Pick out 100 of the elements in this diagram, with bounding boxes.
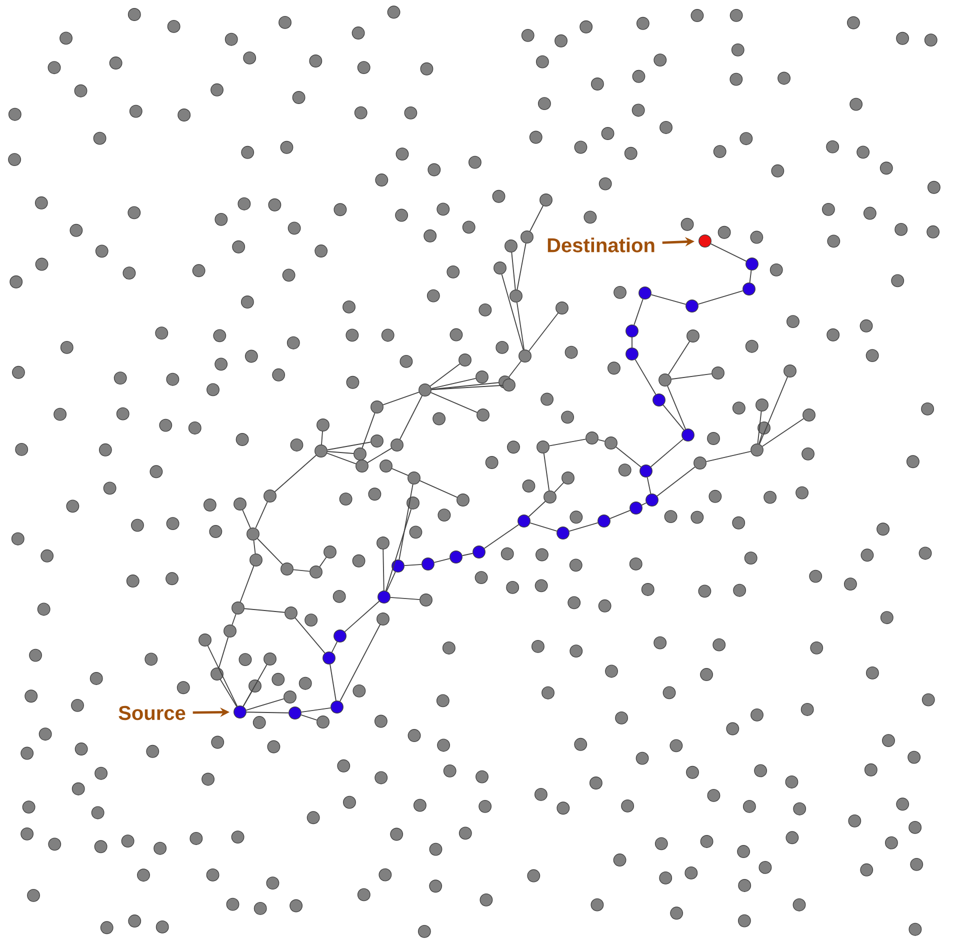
graph-node [426,289,440,302]
graph-node [800,703,814,716]
graph-node [826,328,840,342]
graph-node [556,802,570,815]
graph-node [809,570,822,583]
graph-node [248,680,262,692]
graph-node [418,384,432,396]
graph-node [632,104,645,117]
graph-edge [641,502,647,506]
graph-node [159,418,172,432]
graph-node [224,624,236,638]
graph-node [264,652,276,666]
graph-node [664,510,678,524]
graph-node [280,562,294,576]
graph-node [860,319,873,332]
graph-edge [530,205,544,232]
graph-node [210,83,224,96]
graph-node [586,432,598,444]
graph-node [35,258,48,271]
graph-edge [292,569,310,572]
graph-node [418,924,431,938]
graph-node [272,368,286,382]
graph-node [629,558,642,570]
graph-node [630,502,642,514]
graph-node [192,264,206,278]
graph-node [71,698,84,712]
graph-edge [344,600,380,632]
graph-node [626,324,638,338]
graph-edge [242,691,252,707]
graph-node [334,630,346,642]
graph-node [730,72,743,86]
graph-edge [240,566,254,602]
graph-edge [294,617,326,654]
graph-node [246,528,260,540]
graph-node [154,842,167,855]
graph-edge [430,382,500,390]
graph-node [74,84,88,98]
graph-node [540,194,552,206]
graph-node [894,222,908,236]
graph-node [866,349,879,362]
graph-node [737,845,750,858]
graph-node [731,43,744,56]
graph-node [211,736,224,749]
graph-edge [220,679,238,707]
graph-node [822,202,835,216]
graph-node [100,921,114,934]
graph-node [856,146,870,159]
graph-node [726,722,740,736]
graph-node [436,694,450,708]
graph-node [280,140,294,154]
graph-node [504,240,518,252]
graph-node [698,584,712,598]
graph-node [126,574,140,588]
graph-edge [391,468,409,476]
graph-node [924,34,938,46]
graph-node [238,197,251,210]
graph-node [429,880,442,893]
graph-node [438,508,451,522]
graph-node [314,244,328,258]
graph-node [343,796,356,809]
graph-edge [710,243,747,262]
graph-node [203,498,216,512]
graph-edge [462,552,474,556]
graph-node [314,444,328,458]
graph-node [213,329,226,342]
graph-node [863,206,876,220]
graph-node [316,418,330,432]
graph-edge [508,360,522,378]
graph-node [400,354,413,368]
graph-node [745,340,758,353]
graph-edge [246,712,289,714]
graph-node [624,146,638,160]
graph-edge [667,386,686,430]
graph-node [750,230,764,244]
graph-node [20,746,34,760]
graph-node [40,549,54,562]
graph-node [15,443,28,456]
graph-node [601,127,614,140]
graph-node [569,558,582,572]
graph-node [422,558,434,570]
graph-node [542,686,554,700]
graph-node [614,286,626,299]
graph-node [658,374,672,386]
graph-node [356,460,368,472]
graph-node [708,490,722,503]
graph-node [129,104,142,118]
graph-node [522,480,536,492]
graph-node [238,653,252,666]
graph-edge [398,484,414,560]
graph-node [554,34,568,48]
graph-node [278,16,292,29]
graph-edge [326,451,354,454]
graph-edge [382,392,420,406]
graph-edge [668,340,690,376]
graph-node [406,496,420,510]
graph-edge [528,500,546,518]
graph-edge [656,466,696,497]
graph-edge [274,454,317,492]
graph-node [332,590,346,603]
graph-edge [300,714,318,720]
